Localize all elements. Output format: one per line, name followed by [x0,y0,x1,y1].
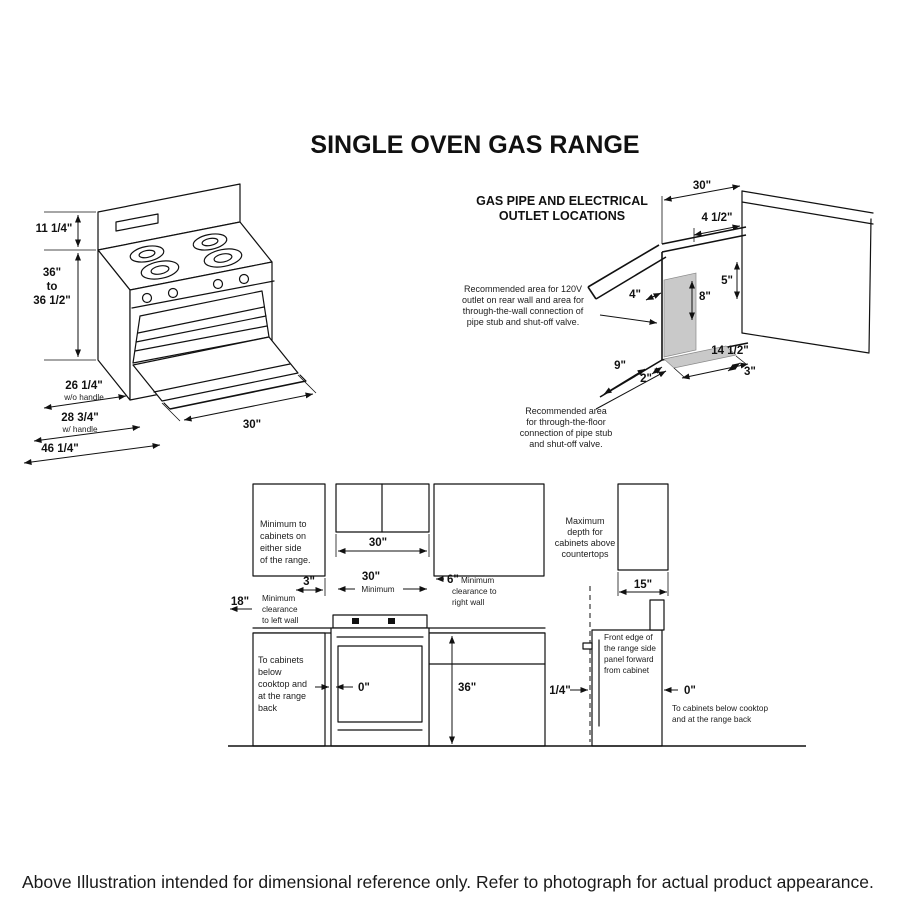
svg-text:Maximum: Maximum [565,516,604,526]
floor-note-line3: connection of pipe stub [520,428,613,438]
dim-height-min-label: 36" [43,267,61,279]
control-knobs [131,273,275,309]
range-side-view-section: Maximum depth for cabinets above counter… [549,483,768,747]
dim-18-label: 18" [231,596,249,608]
below-right-note: To cabinets below cooktop and at the ran… [672,704,768,724]
gas-pipe-diagram: GAS PIPE AND ELECTRICAL OUTLET LOCATIONS [462,180,874,449]
cabinet-clearance-diagram: Minimum to cabinets on either side of th… [228,483,806,747]
gas-heading-line1: GAS PIPE AND ELECTRICAL [476,194,648,208]
dim-depth-no-handle-label: 26 1/4" [65,380,102,392]
svg-text:the range side: the range side [604,644,656,653]
left-base-cabinet [252,632,326,747]
floor-note-line4: and shut-off valve. [529,439,602,449]
elevation-dimensions: 30" 3" 30" Minimum 6" Minimum clearance … [230,534,497,625]
dim-3-label: 3" [744,366,756,378]
svg-text:Front edge of: Front edge of [604,633,653,642]
svg-text:at the range: at the range [258,691,306,701]
dim-9-label: 9" [614,360,626,372]
svg-text:cabinets on: cabinets on [260,531,306,541]
floor-note-line2: for through-the-floor [526,417,606,427]
right-cabinet-drawing [741,190,874,354]
max-depth-note: Maximum depth for cabinets above counter… [555,516,616,559]
wall-outlet-area [663,272,697,358]
svg-text:back: back [258,703,278,713]
side-clearance-note: Minimum to cabinets on either side of th… [260,519,311,565]
dim-3-side-label: 3" [303,576,315,588]
svg-text:cabinets above: cabinets above [555,538,616,548]
right-base-cabinet [428,632,546,747]
front-edge-note: Front edge of the range side panel forwa… [604,633,656,675]
dim-5-label: 5" [721,275,733,287]
dim-depth-no-handle-note: w/o handle [63,393,104,402]
dim-quarter-label: 1/4" [549,685,570,697]
svg-text:below: below [258,667,282,677]
dim-range-width-label: 30" [243,419,261,431]
range-side-drawing [582,599,665,747]
dim-height-to-label: to [47,281,58,293]
dim-14half-label: 14 1/2" [711,345,748,357]
svg-text:Minimum to: Minimum to [260,519,307,529]
svg-text:and at the range back: and at the range back [672,715,752,724]
dim-depth-with-handle-note: w/ handle [61,425,97,434]
dim-depth-with-handle-label: 28 3/4" [61,412,98,424]
dim-0-left-label: 0" [358,682,370,694]
wall-note-line2: outlet on rear wall and area for [462,295,584,305]
dim-4-label: 4" [629,289,641,301]
gas-notes: Recommended area for 120V outlet on rear… [462,284,667,449]
dim-0-right-label: 0" [684,685,696,697]
dim-8-label: 8" [699,291,711,303]
upper-cabinets [252,483,545,577]
right-wall-note-line2: clearance to [452,587,497,596]
left-wall-note-line3: to left wall [262,616,299,625]
svg-text:of the range.: of the range. [260,555,311,565]
dim-6-label: 6" [447,574,459,586]
countertop-and-base: To cabinets below cooktop and at the ran… [252,614,546,747]
range-control-display [115,213,159,232]
svg-text:cooktop and: cooktop and [258,679,307,689]
wall-note-line3: through-the-wall connection of [463,306,584,316]
gas-heading-line2: OUTLET LOCATIONS [499,209,625,223]
wall-note-line4: pipe stub and shut-off valve. [467,317,579,327]
dim-30-min-label: 30" [362,571,380,583]
svg-text:from cabinet: from cabinet [604,666,650,675]
svg-text:countertops: countertops [561,549,609,559]
svg-text:panel forward: panel forward [604,655,654,664]
range-isometric-diagram: 11 1/4" 36" to 36 1/2" 26 1/4" w/o handl… [23,183,317,465]
range-body-drawing [97,183,307,410]
svg-text:depth for: depth for [567,527,603,537]
dim-30-top-label: 30" [369,537,387,549]
left-wall-note-line2: clearance [262,605,298,614]
left-upper-cabinet [252,483,326,577]
below-cooktop-note: To cabinets below cooktop and at the ran… [258,655,307,713]
dim-36-label: 36" [458,682,476,694]
dim-15-label: 15" [634,579,652,591]
corner-walls-drawing [587,226,749,398]
floor-note-line1: Recommended area [525,406,607,416]
right-wall-note-line3: right wall [452,598,484,607]
dim-height-max-label: 36 1/2" [33,295,70,307]
dim-30-label: 30" [693,180,711,192]
upper-cabinet-side-view [617,483,669,571]
burner-grates [129,233,243,280]
floor-pipe-area [663,345,737,369]
footer-disclaimer: Above Illustration intended for dimensio… [22,872,874,892]
right-wall-note-line1: Minimum [461,576,494,585]
left-wall-note-line1: Minimum [262,594,295,603]
right-upper-cabinet [433,483,545,577]
dim-door-open-label: 46 1/4" [41,443,78,455]
dim-30-min-word: Minimum [361,585,394,594]
svg-text:To cabinets: To cabinets [258,655,304,665]
svg-text:To cabinets below cooktop: To cabinets below cooktop [672,704,768,713]
gas-dimensions: 30" 4 1/2" 5" 4" 8" 14 1/2" 3" 2" 9" [603,180,756,395]
range-dimensions: 11 1/4" 36" to 36 1/2" 26 1/4" w/o handl… [23,211,317,465]
range-front-view [330,614,430,747]
dim-2-label: 2" [640,373,652,385]
dim-backsplash-height-label: 11 1/4" [36,223,73,235]
page-title: SINGLE OVEN GAS RANGE [310,131,639,159]
dim-4half-label: 4 1/2" [701,212,732,224]
wall-note-line1: Recommended area for 120V [464,284,582,294]
svg-text:either side: either side [260,543,302,553]
